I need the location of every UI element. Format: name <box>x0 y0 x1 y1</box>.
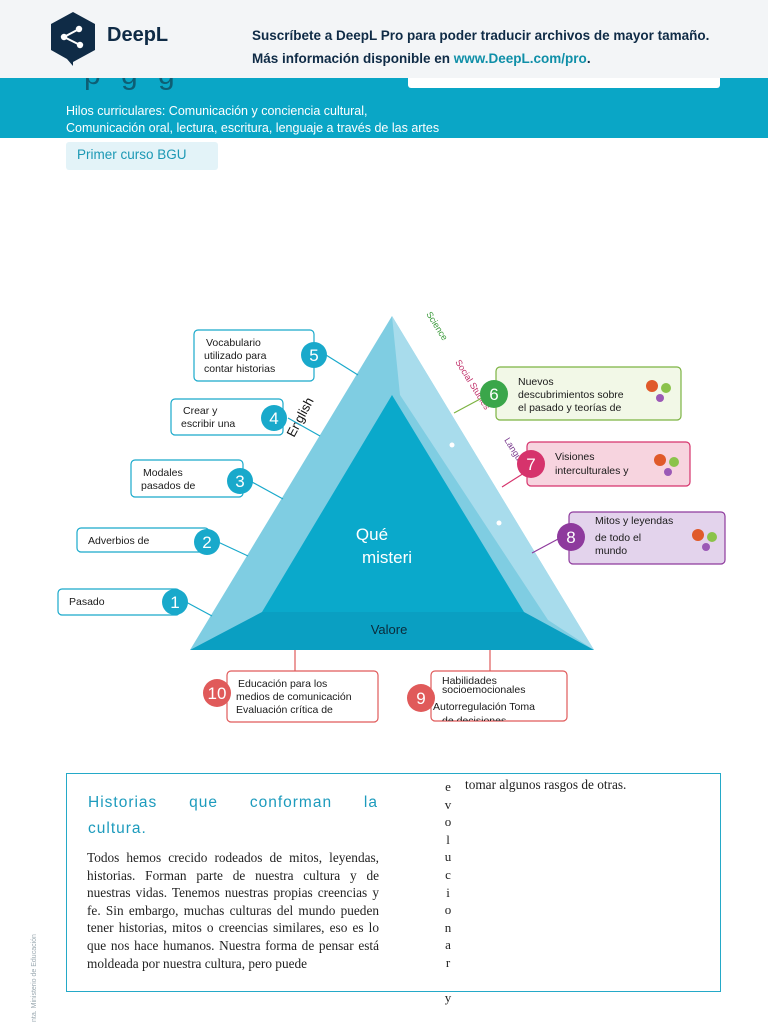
svg-text:Evaluación crítica de: Evaluación crítica de <box>236 704 333 716</box>
base-label: Valore <box>371 622 408 637</box>
pyramid-right-face <box>392 316 594 650</box>
left-item-1: Pasado 1 <box>57 588 213 617</box>
number-badge <box>480 380 508 408</box>
article-body: Todos hemos crecido rodeados de mitos, l… <box>87 850 379 971</box>
bottom-item-9: Habilidades socioemocionales Autorregula… <box>407 650 568 727</box>
gears-icon <box>692 529 717 551</box>
right-item-7: Visiones interculturales y 7 <box>501 441 691 488</box>
svg-text:8: 8 <box>566 528 575 547</box>
svg-text:9: 9 <box>416 689 425 708</box>
left-item-5: Vocabulario utilizado para contar histor… <box>193 329 359 382</box>
svg-text:Pasado: Pasado <box>69 596 105 608</box>
svg-text:de decisiones: de decisiones <box>442 715 506 727</box>
svg-text:Nuevos: Nuevos <box>518 376 554 388</box>
topic-pyramid-diagram: Qué misteri Valore English Science Socia… <box>57 310 726 727</box>
svg-text:interculturales y: interculturales y <box>555 465 629 477</box>
svg-text:1: 1 <box>170 593 179 612</box>
right-item-6: Nuevos descubrimientos sobre el pasado y… <box>453 366 682 421</box>
article-frame <box>66 773 721 992</box>
left-item-3: Modales pasados de 3 <box>130 459 284 500</box>
svg-text:escribir una: escribir una <box>181 418 235 430</box>
number-badge <box>162 589 188 615</box>
svg-text:descubrimientos sobre: descubrimientos sobre <box>518 389 624 401</box>
dot-marker <box>449 442 455 448</box>
svg-text:pasados de: pasados de <box>141 480 195 492</box>
svg-text:3: 3 <box>235 472 244 491</box>
number-badge <box>194 529 220 555</box>
svg-text:de todo el: de todo el <box>595 532 641 544</box>
header-band: p g g Hilos curriculares: Comunicación y… <box>0 78 768 138</box>
deepl-logo-text: DeepL <box>107 24 169 46</box>
svg-text:7: 7 <box>526 455 535 474</box>
svg-text:Visiones: Visiones <box>555 451 595 463</box>
right-item-8: Mitos y leyendas de todo el mundo 8 <box>531 511 726 565</box>
english-side-label: English <box>283 395 316 440</box>
svg-text:Habilidades: Habilidades <box>442 675 497 687</box>
svg-text:4: 4 <box>269 409 278 428</box>
course-chip: Primer curso BGU <box>66 142 218 170</box>
center-title-line-1: Qué <box>356 525 388 544</box>
svg-text:utilizado para: utilizado para <box>204 350 267 362</box>
side-credit: nta. Ministerio de Educación <box>31 934 38 1022</box>
number-badge <box>261 405 287 431</box>
svg-text:el pasado y teorías de: el pasado y teorías de <box>518 402 621 414</box>
dot-marker <box>496 520 502 526</box>
header-box <box>408 78 720 88</box>
pyramid-base <box>190 612 594 650</box>
left-item-4: Crear y escribir una 4 <box>170 398 321 437</box>
number-badge <box>301 342 327 368</box>
deepl-banner: DeepL Suscríbete a DeepL Pro para poder … <box>0 0 768 78</box>
svg-text:2: 2 <box>202 533 211 552</box>
number-badge <box>517 450 545 478</box>
number-badge <box>203 679 231 707</box>
gears-icon <box>646 380 671 402</box>
promo-link[interactable]: www.DeepL.com/pro <box>453 51 587 66</box>
center-title-line-2: misteri <box>362 548 412 567</box>
svg-text:mundo: mundo <box>595 545 627 557</box>
svg-text:10: 10 <box>208 684 227 703</box>
svg-text:contar historias: contar historias <box>204 363 275 375</box>
number-badge <box>557 523 585 551</box>
article-right-text: tomar algunos rasgos de otras. <box>465 777 627 792</box>
svg-text:socioemocionales: socioemocionales <box>442 684 525 696</box>
svg-text:Crear y: Crear y <box>183 405 218 417</box>
promo-line-2: Más información disponible en www.DeepL.… <box>252 51 591 66</box>
article-title: Historias que conforman la cultura. <box>88 794 378 837</box>
svg-text:Adverbios de: Adverbios de <box>88 535 149 547</box>
promo-message: Suscríbete a DeepL Pro para poder traduc… <box>252 24 709 70</box>
svg-text:Mitos y leyendas: Mitos y leyendas <box>595 515 673 527</box>
number-badge <box>227 468 253 494</box>
svg-text:Vocabulario: Vocabulario <box>206 337 261 349</box>
curricular-threads: Hilos curriculares: Comunicación y conci… <box>66 104 440 135</box>
subject-science: Science <box>424 310 449 342</box>
deepl-logo-icon[interactable] <box>48 10 98 66</box>
vertical-letters: e v o l u c i o n a r y <box>444 779 452 1006</box>
pyramid-inner <box>262 395 524 612</box>
left-item-2: Adverbios de 2 <box>76 527 249 557</box>
svg-text:6: 6 <box>489 385 498 404</box>
bottom-item-10: Educación para los medios de comunicació… <box>203 650 379 723</box>
svg-text:Educación para los: Educación para los <box>238 678 327 690</box>
promo-line-1: Suscríbete a DeepL Pro para poder traduc… <box>252 28 710 43</box>
svg-text:5: 5 <box>309 346 318 365</box>
svg-text:Modales: Modales <box>143 467 183 479</box>
svg-text:medios de comunicación: medios de comunicación <box>236 691 352 703</box>
svg-text:Autorregulación Toma: Autorregulación Toma <box>433 701 535 713</box>
gears-icon <box>654 454 679 476</box>
number-badge <box>407 684 435 712</box>
page-title-fragment: p g g <box>84 78 181 92</box>
